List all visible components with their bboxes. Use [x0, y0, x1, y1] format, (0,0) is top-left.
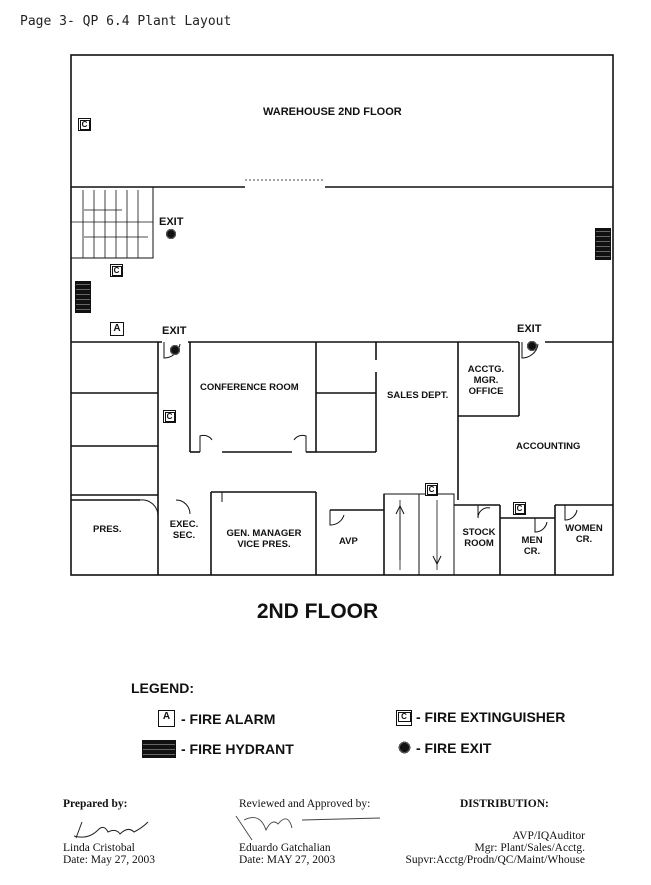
- fire-extinguisher-icon: C: [513, 502, 526, 515]
- fire-exit-icon: [169, 344, 181, 356]
- prepared-by-block: Linda Cristobal Date: May 27, 2003: [63, 842, 155, 866]
- avp-label: AVP: [339, 536, 358, 547]
- floor-title: 2ND FLOOR: [256, 600, 379, 623]
- fire-exit-icon: [398, 740, 411, 755]
- acctg-mgr-office-label: ACCTG.MGR.OFFICE: [467, 364, 505, 397]
- fire-alarm-icon: A: [110, 322, 124, 336]
- pres-label: PRES.: [93, 524, 122, 535]
- fire-extinguisher-icon: C: [425, 483, 438, 496]
- fire-hydrant-icon: [142, 740, 176, 758]
- reviewed-by-heading: Reviewed and Approved by:: [239, 798, 371, 810]
- prepared-by-heading: Prepared by:: [63, 798, 128, 810]
- sales-dept-label: SALES DEPT.: [387, 390, 449, 401]
- accounting-label: ACCOUNTING: [516, 441, 581, 452]
- distribution-block: AVP/IQAuditor Mgr: Plant/Sales/Acctg. Su…: [405, 830, 585, 866]
- fire-alarm-icon: A: [158, 710, 175, 727]
- conference-room-label: CONFERENCE ROOM: [200, 382, 299, 393]
- warehouse-label: WAREHOUSE 2ND FLOOR: [263, 106, 402, 118]
- legend-fire-extinguisher: - FIRE EXTINGUISHER: [416, 709, 566, 725]
- reviewed-by-block: Eduardo Gatchalian Date: MAY 27, 2003: [239, 842, 336, 866]
- fire-extinguisher-icon: C: [396, 710, 412, 726]
- fire-hydrant-icon: [75, 281, 91, 313]
- exit-label-stairs: EXIT: [159, 216, 184, 228]
- fire-extinguisher-icon: C: [110, 264, 123, 277]
- page-header: Page 3- QP 6.4 Plant Layout: [20, 14, 232, 29]
- fire-extinguisher-icon: C: [163, 410, 176, 423]
- distribution-heading: DISTRIBUTION:: [460, 798, 549, 810]
- fire-exit-icon: [526, 340, 538, 352]
- exit-label-left: EXIT: [162, 325, 187, 337]
- exit-label-right: EXIT: [517, 323, 542, 335]
- legend-fire-exit: - FIRE EXIT: [416, 740, 492, 756]
- signature-cristobal: [73, 821, 149, 839]
- legend-fire-alarm: - FIRE ALARM: [181, 711, 276, 727]
- legend-title: LEGEND:: [131, 680, 194, 696]
- fire-extinguisher-icon: C: [78, 118, 91, 131]
- fire-exit-icon: [165, 228, 177, 240]
- outer-wall: [70, 54, 614, 576]
- fire-hydrant-icon: [595, 228, 611, 260]
- signature-gatchalian: [235, 815, 381, 841]
- exec-sec-label: EXEC.SEC.: [169, 519, 199, 541]
- legend-fire-hydrant: - FIRE HYDRANT: [181, 741, 294, 757]
